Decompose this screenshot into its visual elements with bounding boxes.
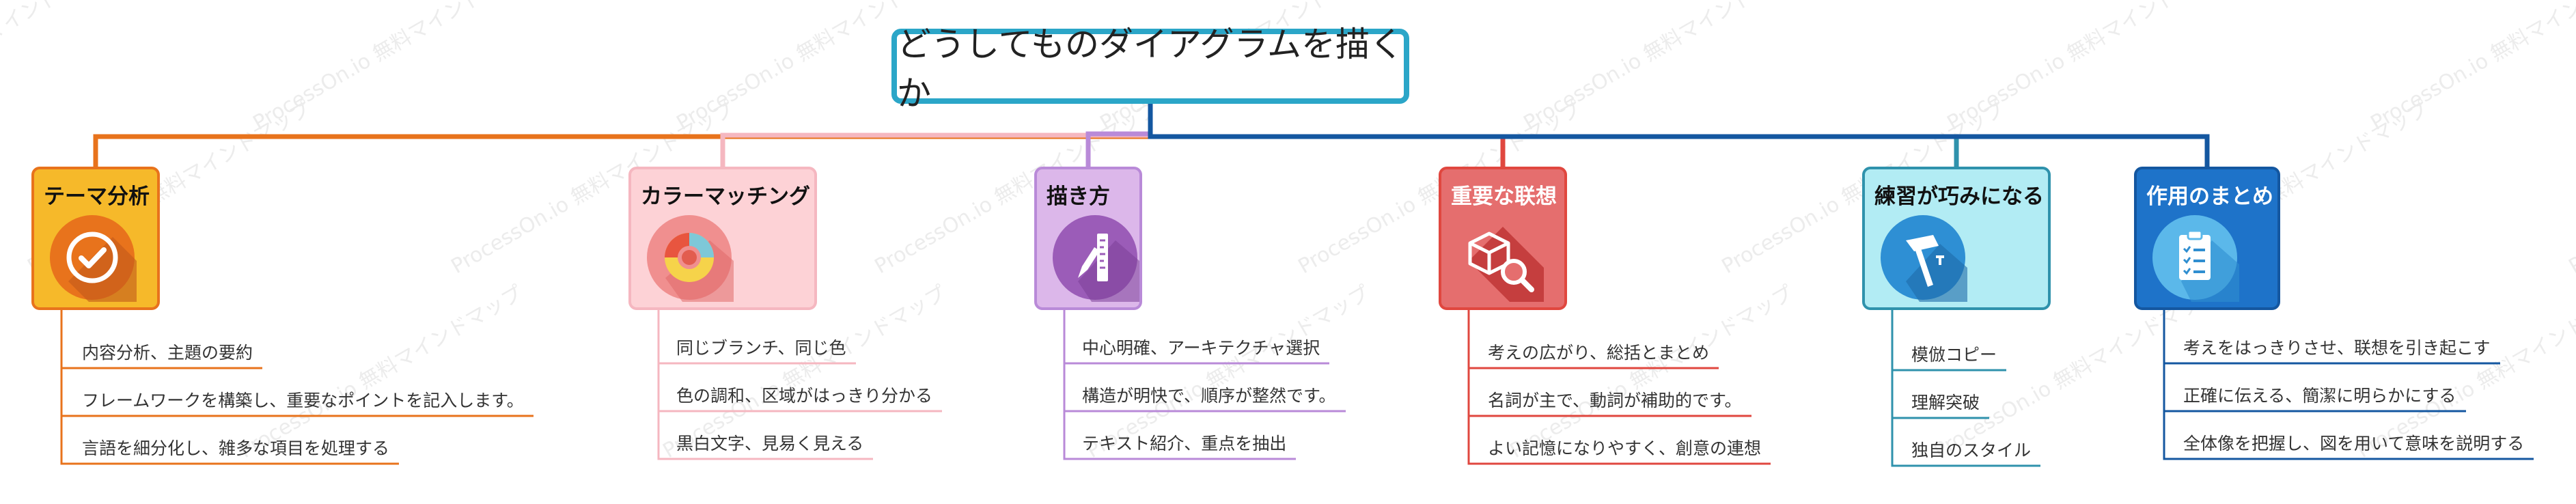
branch-card-color-matching[interactable]: カラーマッチング xyxy=(628,167,817,310)
branch-item: 名詞が主で、動詞が補助的です。 xyxy=(1488,391,1742,410)
branch-item: 全体像を把握し、図を用いて意味を説明する xyxy=(2183,434,2525,453)
branch-item: 正確に伝える、簡潔に明らかにする xyxy=(2183,386,2456,406)
branch-item: 独自のスタイル xyxy=(1911,440,2032,460)
branch-item: 理解突破 xyxy=(1911,393,1980,412)
branch-title: 練習が巧みになる xyxy=(1874,184,2044,209)
pencil-ruler-icon xyxy=(1053,215,1139,302)
branch-item: フレームワークを構築し、重要なポイントを記入します。 xyxy=(82,391,524,410)
branch-item: 模倣コピー xyxy=(1911,345,1997,365)
color-wheel-icon xyxy=(647,215,734,302)
branch-title: 重要な联想 xyxy=(1451,184,1557,209)
root-topic-label: どうしてものダイアグラムを描くか xyxy=(897,25,1404,113)
branch-card-important-association[interactable]: 重要な联想 xyxy=(1439,167,1567,310)
cube-search-icon xyxy=(1468,227,1544,302)
branch-item: よい記憶になりやすく、創意の連想 xyxy=(1488,438,1762,458)
branch-item: テキスト紹介、重点を抽出 xyxy=(1082,434,1287,453)
root-topic[interactable]: どうしてものダイアグラムを描くか xyxy=(891,25,1409,113)
clipboard-icon xyxy=(2152,215,2239,302)
branch-title: 作用のまとめ xyxy=(2146,184,2273,209)
branch-card-theme-analysis[interactable]: テーマ分析 xyxy=(31,167,160,310)
branch-card-drawing-method[interactable]: 描き方 xyxy=(1034,167,1142,310)
branch-item: 考えの広がり、総括とまとめ xyxy=(1488,343,1710,363)
branch-item: 構造が明快で、順序が整然です。 xyxy=(1082,386,1336,406)
branch-title: カラーマッチング xyxy=(641,184,810,209)
branch-item: 考えをはっきりさせ、联想を引き起こす xyxy=(2183,338,2491,358)
branch-item: 言語を細分化し、雑多な項目を処理する xyxy=(82,438,390,458)
branch-title: 描き方 xyxy=(1047,184,1110,209)
branch-item: 黒白文字、見易く見える xyxy=(676,434,864,453)
branch-item: 色の調和、区域がはっきり分かる xyxy=(676,386,933,406)
branch-item: 中心明確、アーキテクチャ選択 xyxy=(1082,338,1320,358)
branch-card-practice-mastery[interactable]: 練習が巧みになる xyxy=(1862,167,2051,310)
branch-item: 内容分析、主題の要約 xyxy=(82,343,253,363)
branch-connector xyxy=(1148,102,2210,167)
check-icon xyxy=(50,215,137,302)
branch-item: 同じブランチ、同じ色 xyxy=(676,338,846,358)
branch-card-summary-of-effects[interactable]: 作用のまとめ xyxy=(2134,167,2280,310)
hammer-icon xyxy=(1881,215,1967,302)
branch-title: テーマ分析 xyxy=(44,184,150,209)
